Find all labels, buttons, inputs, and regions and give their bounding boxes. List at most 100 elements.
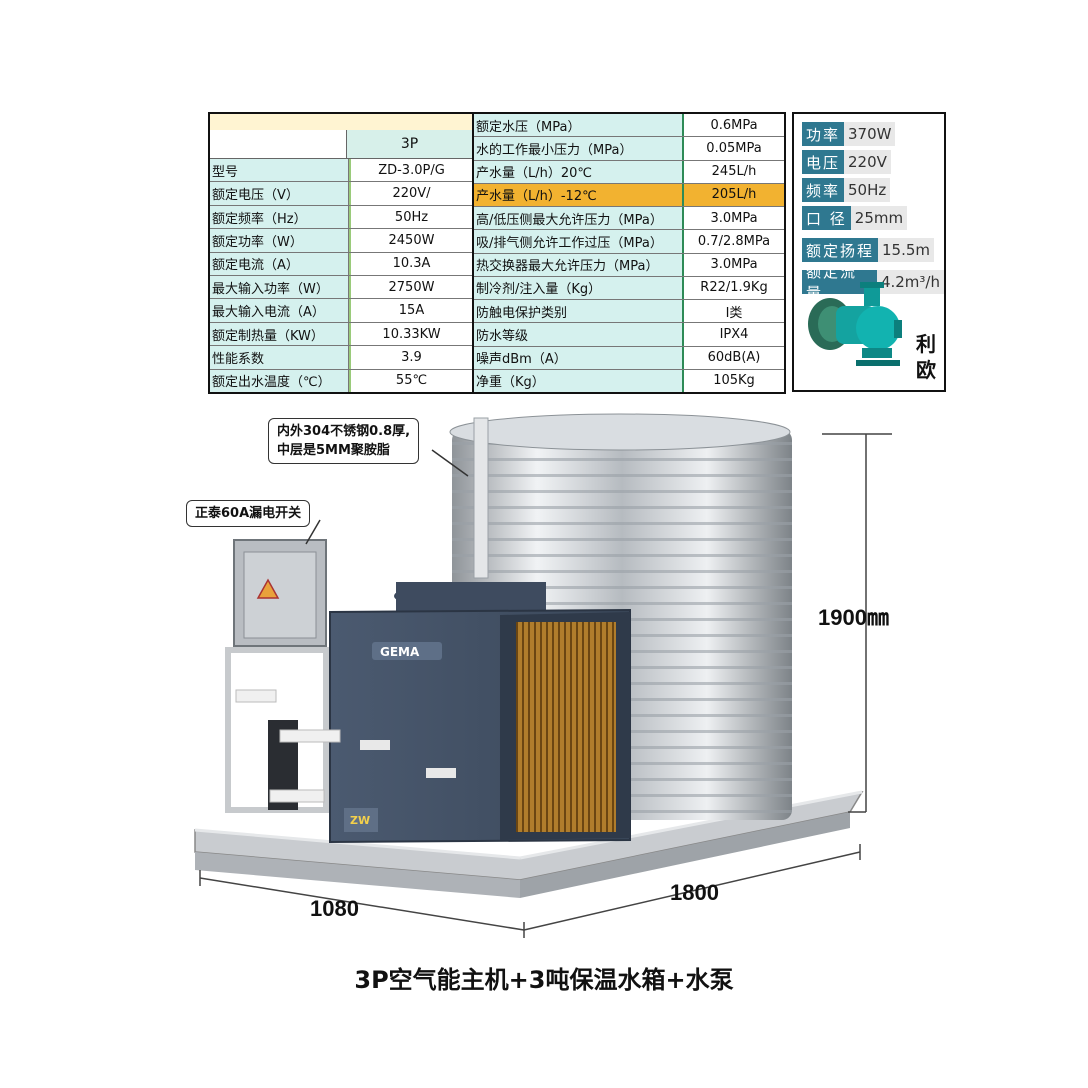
spec-label: 最大输入功率（W） bbox=[210, 276, 349, 299]
spec-row: 额定出水温度（℃）55℃ bbox=[210, 369, 472, 393]
spec-label: 额定水压（MPa） bbox=[474, 114, 684, 137]
spec-row: 高/低压侧最大允许压力（MPa）3.0MPa bbox=[474, 207, 784, 231]
spec-label: 型号 bbox=[210, 159, 349, 182]
pump-brand-line2: 欧 bbox=[916, 358, 936, 382]
spec-row: 额定电压（V）220V/ bbox=[210, 182, 472, 206]
spec-value: 15A bbox=[349, 299, 472, 322]
spec-label: 防水等级 bbox=[474, 323, 684, 346]
length-dimension-label: 1800 bbox=[670, 880, 719, 905]
spec-value: 0.05MPa bbox=[684, 137, 784, 160]
spec-row: 吸/排气侧允许工作过压（MPa）0.7/2.8MPa bbox=[474, 230, 784, 254]
spec-value: 0.6MPa bbox=[684, 114, 784, 137]
spec-row: 水的工作最小压力（MPa）0.05MPa bbox=[474, 137, 784, 161]
unit-logo: GEMA bbox=[380, 645, 420, 659]
spec-value: 245L/h bbox=[684, 160, 784, 183]
spec-label: 额定电压（V） bbox=[210, 182, 349, 205]
spec-value: 2450W bbox=[349, 229, 472, 252]
spec-row: 最大输入功率（W）2750W bbox=[210, 276, 472, 300]
spec-label: 性能系数 bbox=[210, 346, 349, 369]
spec-value: 3.9 bbox=[349, 346, 472, 369]
spec-label: 吸/排气侧允许工作过压（MPa） bbox=[474, 230, 684, 253]
dimension-lines bbox=[199, 433, 892, 938]
spec-value: 0.7/2.8MPa bbox=[684, 230, 784, 253]
pump-spec-label: 口 径 bbox=[802, 206, 851, 230]
tank-callout-leader bbox=[431, 449, 469, 477]
spec-row: 最大输入电流（A）15A bbox=[210, 299, 472, 323]
spec-row: 额定制热量（KW）10.33KW bbox=[210, 322, 472, 347]
model-header-value: 3P bbox=[347, 130, 472, 158]
spec-label: 防触电保护类别 bbox=[474, 300, 684, 323]
spec-label: 额定出水温度（℃） bbox=[210, 369, 349, 393]
spec-value: 10.33KW bbox=[349, 322, 472, 346]
pump-spec-value: 50Hz bbox=[844, 178, 891, 202]
pump-spec-value: 25mm bbox=[850, 206, 908, 230]
pump-spec-value: 4.2m³/h bbox=[876, 270, 944, 294]
heat-pump-unit bbox=[329, 582, 631, 844]
spec-value: 205L/h bbox=[684, 183, 784, 206]
pump-spec-value: 15.5m bbox=[878, 238, 935, 262]
spec-value: 220V/ bbox=[349, 182, 472, 205]
spec-value: IPX4 bbox=[684, 323, 784, 346]
spec-value: 3.0MPa bbox=[684, 207, 784, 230]
tank-material-callout: 内外304不锈钢0.8厚, 中层是5MM聚胺脂 bbox=[268, 418, 420, 464]
spec-label: 净重（Kg） bbox=[474, 369, 684, 392]
unit-logo-plate bbox=[372, 642, 442, 660]
spec-label: 产水量（L/h）-12℃ bbox=[474, 183, 684, 206]
spec-value: R22/1.9Kg bbox=[684, 276, 784, 299]
switch-callout-leader bbox=[305, 519, 321, 545]
spec-row: 热交换器最大允许压力（MPa）3.0MPa bbox=[474, 253, 784, 277]
spec-value: ZD-3.0P/G bbox=[349, 159, 472, 182]
spec-label: 制冷剂/注入量（Kg） bbox=[474, 276, 684, 299]
spec-row: 净重（Kg）105Kg bbox=[474, 369, 784, 392]
spec-value: 60dB(A) bbox=[684, 346, 784, 369]
unit-badge: ZW bbox=[350, 814, 371, 827]
spec-value: 105Kg bbox=[684, 369, 784, 392]
pump-spec-label: 额定扬程 bbox=[802, 238, 879, 262]
product-caption: 3P空气能主机+3吨保温水箱+水泵 bbox=[354, 966, 734, 994]
electrical-box bbox=[225, 539, 341, 813]
spec-row: 额定功率（W）2450W bbox=[210, 229, 472, 253]
spec-row: 额定水压（MPa）0.6MPa bbox=[474, 114, 784, 138]
spec-label: 额定频率（Hz） bbox=[210, 205, 349, 229]
spec-value: 55℃ bbox=[349, 369, 472, 393]
spec-label: 高/低压侧最大允许压力（MPa） bbox=[474, 207, 684, 230]
spec-row: 额定频率（Hz）50Hz bbox=[210, 205, 472, 230]
water-pump-image bbox=[808, 282, 902, 366]
spec-value: 50Hz bbox=[349, 205, 472, 229]
spec-row: 噪声dBm（A）60dB(A) bbox=[474, 346, 784, 370]
spec-row: 额定电流（A）10.3A bbox=[210, 252, 472, 277]
pump-spec-label: 功率 bbox=[802, 122, 845, 146]
pump-spec-label: 电压 bbox=[802, 150, 845, 174]
spec-value: 10.3A bbox=[349, 252, 472, 276]
model-header: 3P bbox=[210, 130, 472, 159]
spec-value: I类 bbox=[684, 300, 784, 323]
spec-value: 3.0MPa bbox=[684, 253, 784, 276]
pump-spec-label: 频率 bbox=[802, 178, 845, 202]
base-frame bbox=[194, 790, 864, 898]
spec-label: 额定电流（A） bbox=[210, 252, 349, 276]
spec-label: 水的工作最小压力（MPa） bbox=[474, 137, 684, 160]
warning-icon bbox=[256, 578, 280, 599]
pump-spec-value: 220V bbox=[844, 150, 891, 174]
width-dimension-label: 1080 bbox=[310, 896, 359, 921]
pump-spec-value: 370W bbox=[844, 122, 896, 146]
spec-label: 产水量（L/h）20℃ bbox=[474, 160, 684, 183]
spec-label: 噪声dBm（A） bbox=[474, 346, 684, 369]
